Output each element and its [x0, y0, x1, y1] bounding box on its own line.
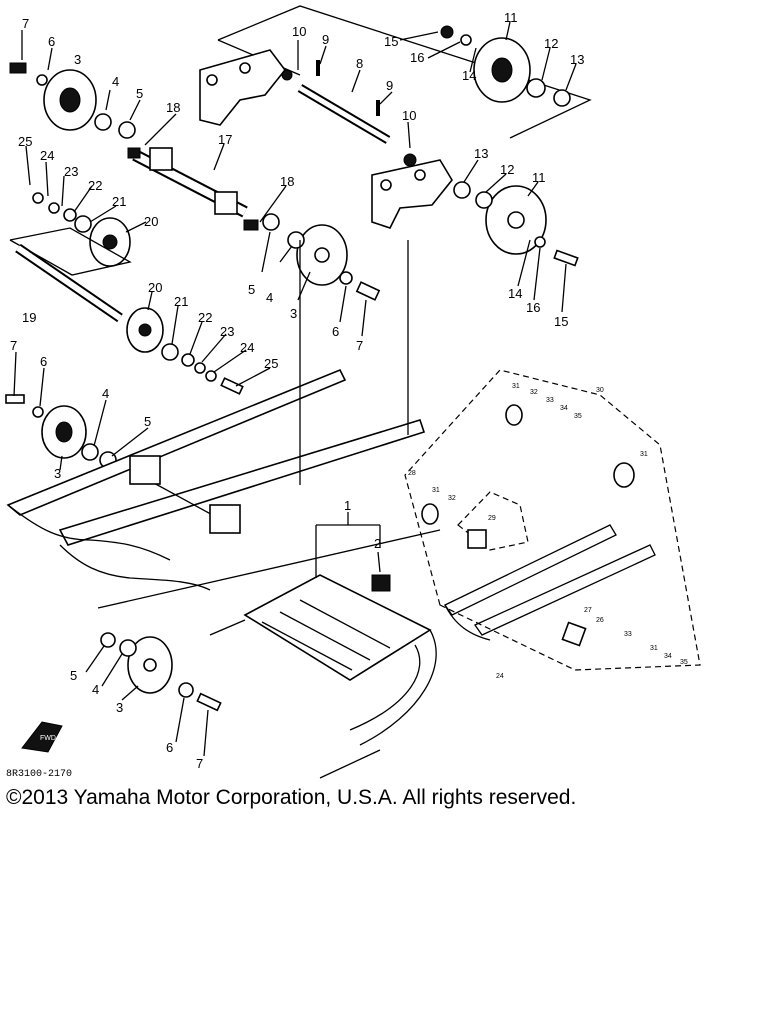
idler-wheel-20-lower: [126, 307, 164, 353]
pivot-shaft-17: [132, 147, 248, 218]
callout-31: 31: [432, 487, 440, 494]
idler-wheel-3-mid: [296, 224, 348, 286]
drawing-code: 8R3100-2170: [6, 769, 72, 780]
callout-35: 35: [680, 659, 688, 666]
callout-6: 6: [40, 354, 47, 369]
callout-26: 26: [596, 617, 604, 624]
callout-18: 18: [166, 100, 180, 115]
callout-18: 18: [280, 174, 294, 189]
callout-4: 4: [102, 386, 109, 401]
callout-13: 13: [474, 146, 488, 161]
callout-25: 25: [18, 134, 32, 149]
callout-4: 4: [112, 74, 119, 89]
callout-4: 4: [92, 682, 99, 697]
callout-3: 3: [54, 466, 61, 481]
callout-12: 12: [544, 36, 558, 51]
callout-34: 34: [560, 405, 568, 412]
idler-wheel-3-lower: [41, 405, 87, 459]
callout-11: 11: [504, 10, 518, 25]
callout-15: 15: [384, 34, 398, 49]
idler-wheel-11-top: [473, 37, 531, 103]
callout-22: 22: [198, 310, 212, 325]
track-section: [243, 574, 437, 746]
callout-23: 23: [64, 164, 78, 179]
rail-kit-rails: [421, 404, 656, 647]
slide-rail-frame: [6, 240, 426, 591]
idler-wheel-11-mid: [485, 185, 547, 255]
callout-21: 21: [112, 194, 126, 209]
rear-arm-bracket-left: [199, 49, 287, 126]
callout-24: 24: [240, 340, 254, 355]
idler-wheel-3-bottom: [127, 636, 173, 694]
callout-35: 35: [574, 413, 582, 420]
callout-9: 9: [322, 32, 329, 47]
callout-7: 7: [10, 338, 17, 353]
callout-12: 12: [500, 162, 514, 177]
callout-10: 10: [402, 108, 416, 123]
callout-31: 31: [512, 383, 520, 390]
callout-11: 11: [532, 170, 546, 185]
callout-31: 31: [640, 451, 648, 458]
callout-24: 24: [496, 673, 504, 680]
callout-14: 14: [508, 286, 522, 301]
fwd-arrow-icon: FWD: [21, 721, 63, 753]
callout-8: 8: [356, 56, 363, 71]
callout-28: 28: [408, 470, 416, 477]
callout-7: 7: [356, 338, 363, 353]
callout-33: 33: [546, 397, 554, 404]
callout-13: 13: [570, 52, 584, 67]
callout-27: 27: [584, 607, 592, 614]
callout-6: 6: [166, 740, 173, 755]
idler-wheel-20-upper: [89, 217, 131, 267]
callout-1: 1: [344, 498, 351, 513]
callout-24: 24: [40, 148, 54, 163]
shaft-19: [9, 227, 132, 323]
callout-30: 30: [596, 387, 604, 394]
callout-7: 7: [196, 756, 203, 771]
callout-9: 9: [386, 78, 393, 93]
callout-32: 32: [530, 389, 538, 396]
callout-16: 16: [526, 300, 540, 315]
callout-15: 15: [554, 314, 568, 329]
callout-5: 5: [70, 668, 77, 683]
leader-lines: [13, 21, 577, 779]
callout-34: 34: [664, 653, 672, 660]
callout-22: 22: [88, 178, 102, 193]
callout-17: 17: [218, 132, 232, 147]
callout-5: 5: [248, 282, 255, 297]
callout-2: 2: [374, 536, 381, 551]
rear-arm-bracket-right: [371, 159, 453, 229]
idler-wheel-3-top: [43, 69, 97, 131]
callout-5: 5: [144, 414, 151, 429]
callout-23: 23: [220, 324, 234, 339]
callout-14: 14: [462, 68, 476, 83]
callout-3: 3: [74, 52, 81, 67]
callout-5: 5: [136, 86, 143, 101]
parts-diagram: FWD 7 6 3 4: [5, 5, 701, 780]
callout-25: 25: [264, 356, 278, 371]
callout-7: 7: [22, 16, 29, 31]
callout-20: 20: [144, 214, 158, 229]
callout-20: 20: [148, 280, 162, 295]
rail-kit-dashed-outline: [404, 369, 701, 671]
callout-31: 31: [650, 645, 658, 652]
callout-3: 3: [116, 700, 123, 715]
callout-32: 32: [448, 495, 456, 502]
callout-16: 16: [410, 50, 424, 65]
callout-6: 6: [332, 324, 339, 339]
svg-text:FWD: FWD: [40, 735, 56, 742]
callout-6: 6: [48, 34, 55, 49]
callout-21: 21: [174, 294, 188, 309]
callout-29: 29: [488, 515, 496, 522]
callout-19: 19: [22, 310, 36, 325]
callout-33: 33: [624, 631, 632, 638]
callout-3: 3: [290, 306, 297, 321]
callout-4: 4: [266, 290, 273, 305]
callout-10: 10: [292, 24, 306, 39]
copyright-notice: ©2013 Yamaha Motor Corporation, U.S.A. A…: [6, 786, 577, 809]
shaft-8: [297, 84, 391, 144]
callout-labels: 7 6 3 4 5 18 17 25 24 23 22 21 20 19 18 …: [10, 10, 688, 771]
